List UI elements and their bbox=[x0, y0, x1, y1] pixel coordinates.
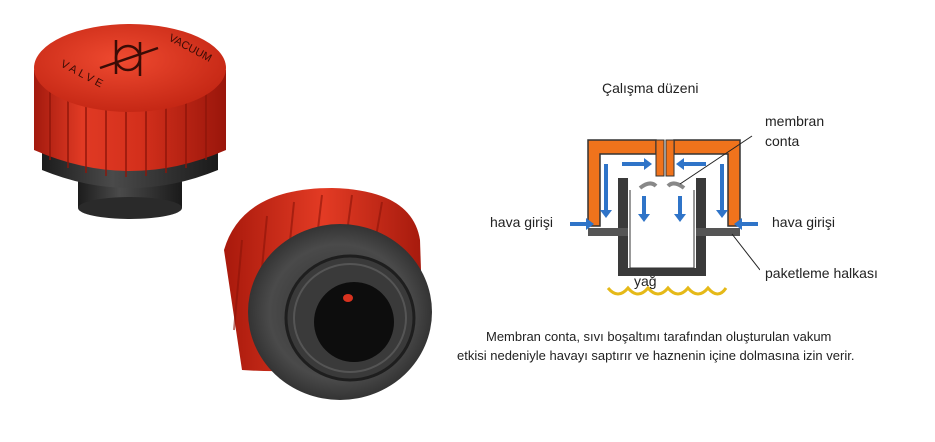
membrane-label: membran bbox=[765, 113, 825, 129]
airflow-arrows bbox=[570, 158, 758, 230]
membrane-seal bbox=[638, 181, 658, 190]
vacuum-valve-underside-photo bbox=[224, 188, 432, 400]
seal-label: conta bbox=[765, 133, 800, 149]
caption-line-1: Membran conta, sıvı boşaltımı tarafından… bbox=[486, 329, 832, 344]
packing-ring bbox=[588, 228, 628, 236]
oil-surface bbox=[606, 285, 728, 296]
oil-label: yağ bbox=[634, 273, 657, 289]
air-inlet-left-label: hava girişi bbox=[490, 214, 554, 230]
inner-body bbox=[618, 178, 706, 276]
diagram-title: Çalışma düzeni bbox=[602, 80, 699, 96]
caption-line-2: etkisi nedeniyle havayı saptırır ve hazn… bbox=[457, 348, 855, 363]
air-inlet-right-label: hava girişi bbox=[772, 214, 836, 230]
vacuum-valve-cap-photo: VACUUM VALVE bbox=[34, 24, 226, 219]
working-principle-diagram bbox=[570, 135, 760, 296]
packing-ring-label: paketleme halkası bbox=[765, 265, 878, 281]
